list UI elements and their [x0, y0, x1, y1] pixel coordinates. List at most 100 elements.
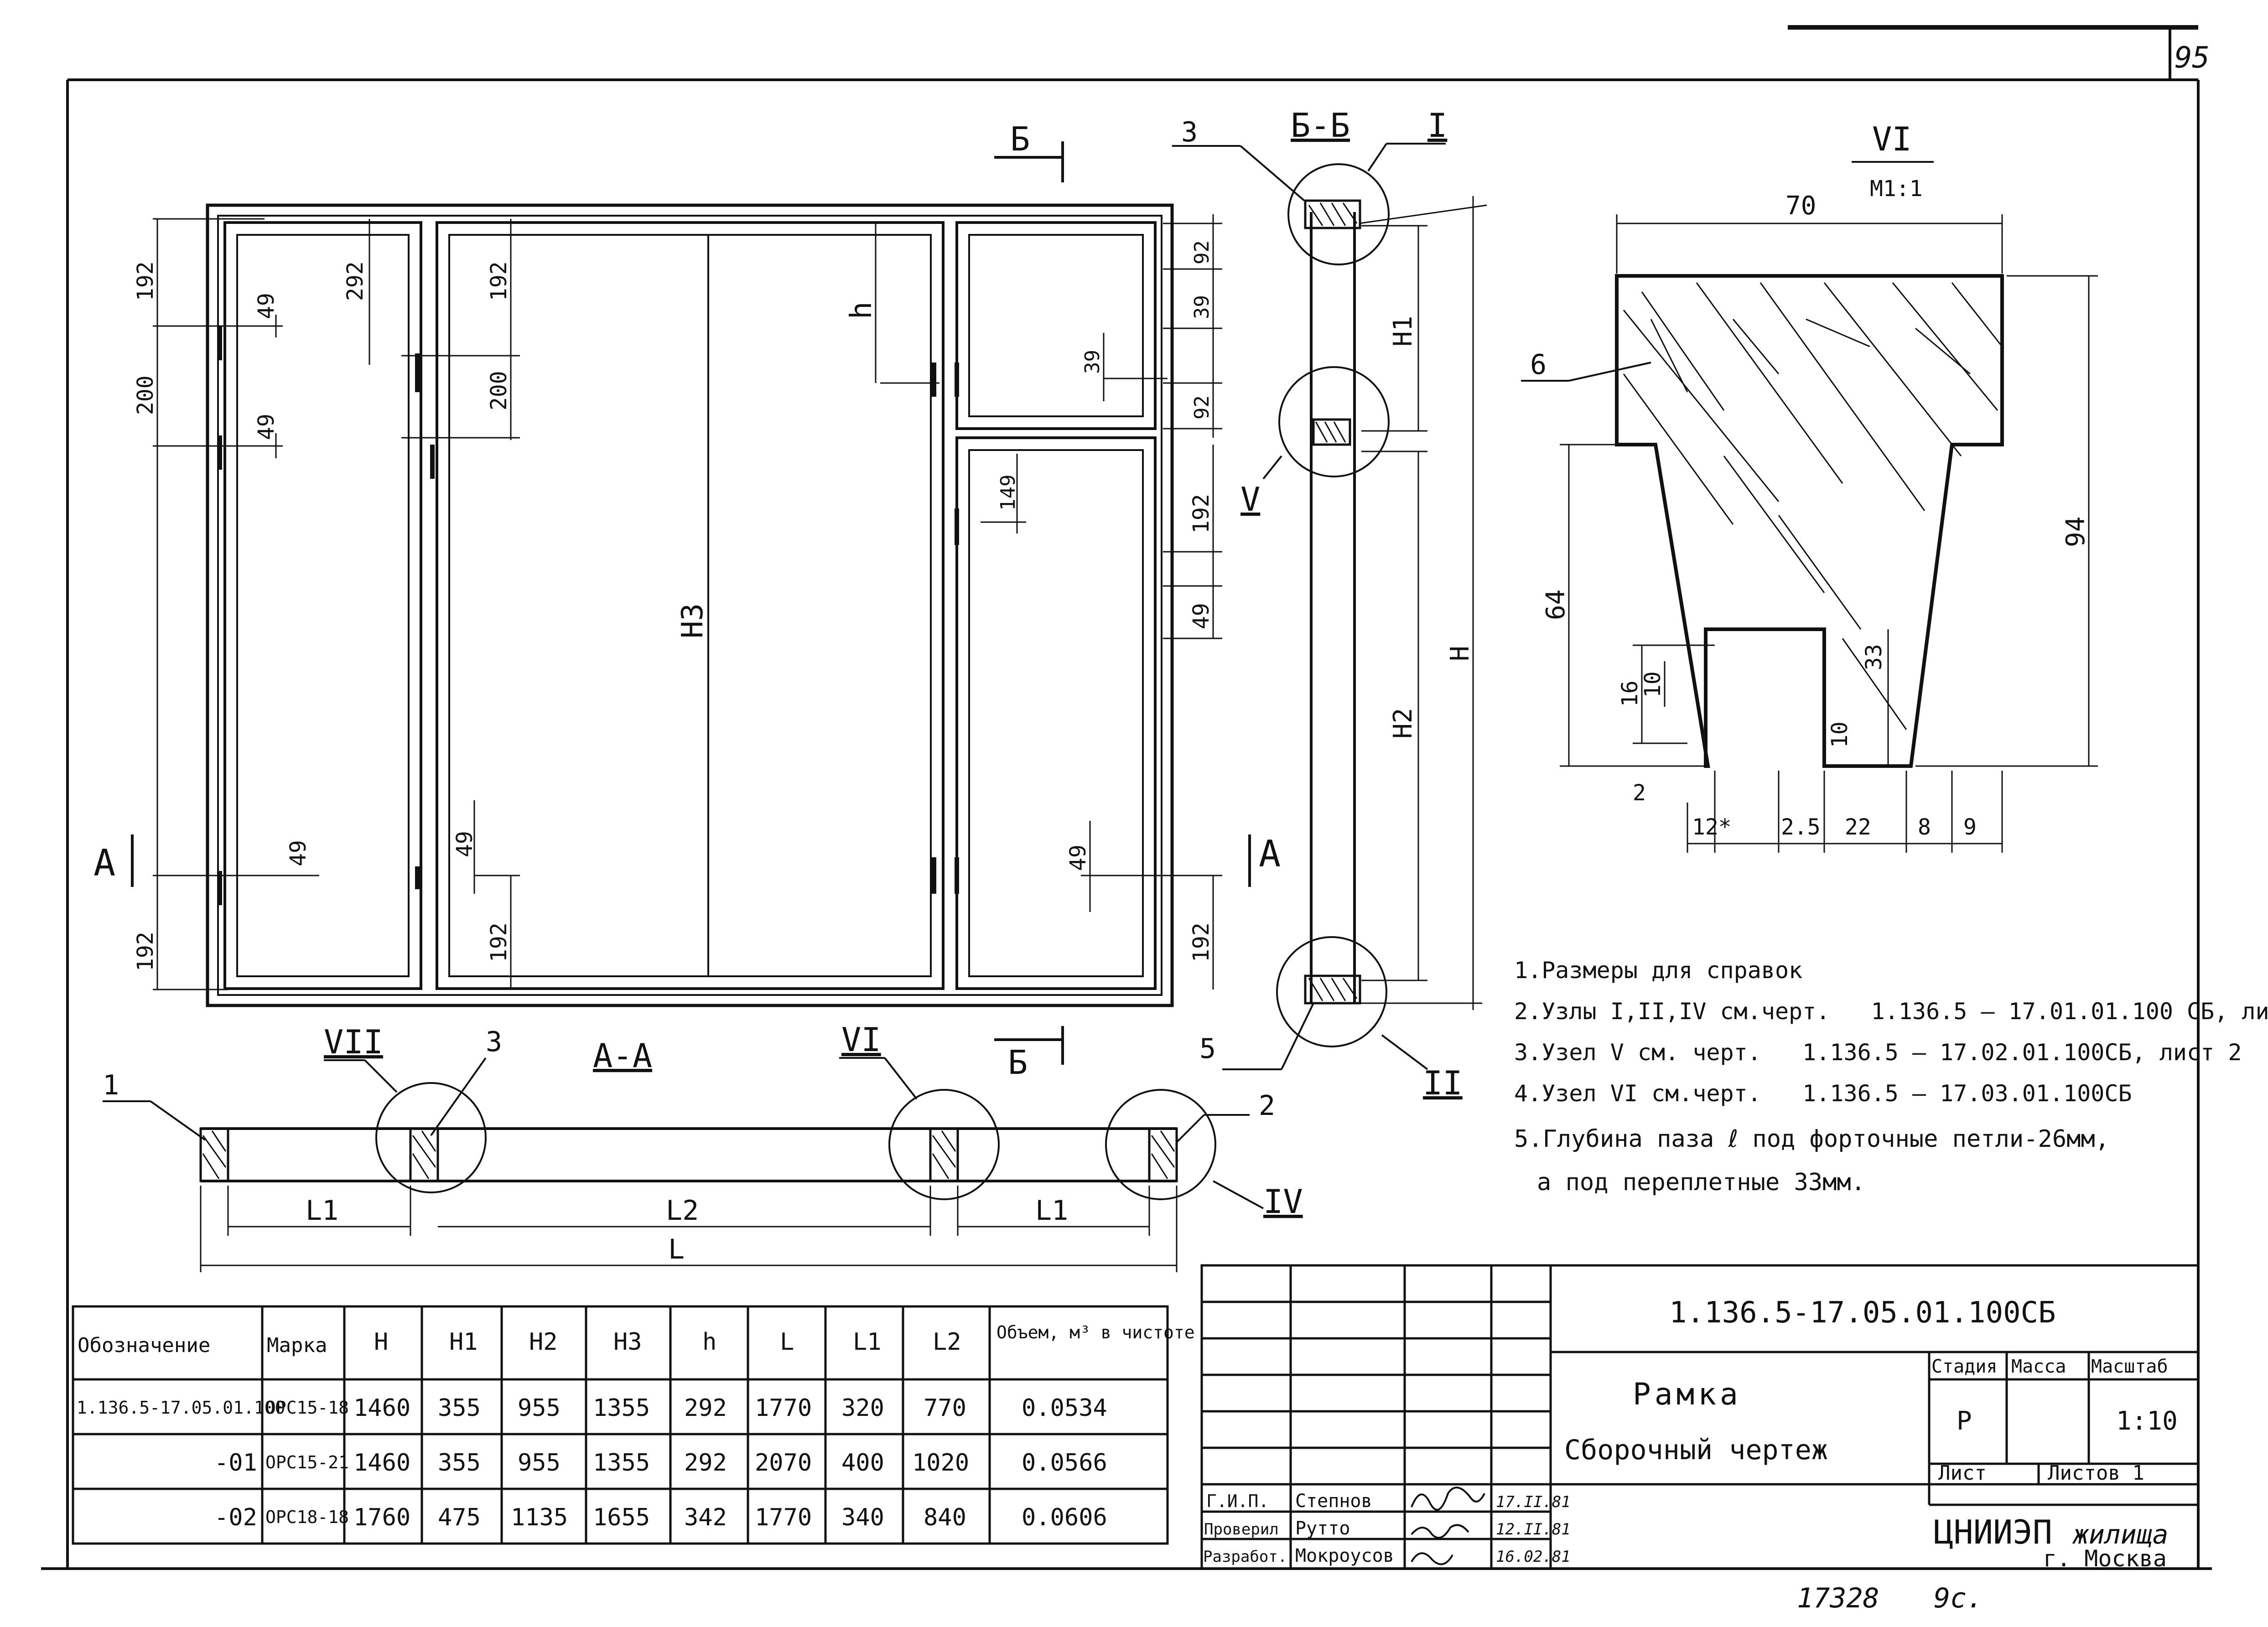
r2-c2: 1760 [353, 1504, 410, 1531]
dim-49-bottom-left: 49 [285, 840, 311, 866]
note-5: 5.Глубина паза ℓ под форточные петли-26м… [1514, 1125, 2109, 1153]
callout-3: 3 [486, 1026, 502, 1058]
section-aa-L: L [668, 1233, 685, 1265]
dim-39-right: 39 [1190, 295, 1214, 319]
detail-dim-16: 16 [1617, 680, 1643, 707]
section-aa-drawing [199, 1082, 1216, 1200]
mass-label: Масса [2011, 1356, 2066, 1377]
detail-dim-2-5: 2.5 [1781, 814, 1821, 840]
r1-c9: 1020 [912, 1449, 969, 1477]
r0-c3: 355 [438, 1394, 481, 1422]
dim-49-right: 49 [1188, 603, 1214, 629]
callout-5: 5 [1199, 1033, 1216, 1065]
front-view [206, 203, 1174, 1007]
th-designation: Обозначение [78, 1334, 210, 1357]
dim-192-mid: 192 [486, 261, 512, 301]
r2-c9: 840 [924, 1504, 966, 1531]
r2-c5: 1655 [593, 1504, 650, 1531]
r1-c0: -01 [214, 1449, 257, 1477]
callout-1: 1 [103, 1069, 119, 1101]
detail-vi-hatch [1623, 282, 2003, 730]
sheets-label: Листов 1 [2048, 1461, 2144, 1485]
r0-c7: 1770 [755, 1394, 812, 1422]
org-city: г. Москва [2043, 1545, 2167, 1572]
th-H: H [374, 1328, 388, 1356]
section-marker-a-right: А [1259, 833, 1281, 875]
r2-c10: 0.0606 [1022, 1504, 1107, 1531]
r2-c0: -02 [214, 1504, 257, 1531]
section-marker-b-bottom: Б [1008, 1043, 1028, 1082]
th-h: h [702, 1328, 716, 1356]
th-mark: Марка [267, 1334, 327, 1357]
th-L2: L2 [933, 1328, 961, 1356]
r0-c4: 955 [518, 1394, 561, 1422]
section-aa-leaders [103, 1057, 1264, 1209]
hinge-marks [218, 326, 959, 905]
name-checked: Рутто [1295, 1518, 1350, 1539]
callout-VI-aa: VI [841, 1021, 881, 1059]
detail-dim-12: 12* [1692, 814, 1732, 840]
section-bb-drawing [1276, 163, 1487, 1047]
dim-192-top-left: 192 [133, 261, 158, 301]
r1-c5: 1355 [593, 1449, 650, 1477]
role-developed: Разработ. [1203, 1548, 1287, 1566]
detail-dim-10-b: 10 [1827, 721, 1853, 748]
r1-c4: 955 [518, 1449, 561, 1477]
r2-c3: 475 [438, 1504, 481, 1531]
section-aa-L1-right: L1 [1035, 1195, 1068, 1227]
r1-c10: 0.0566 [1022, 1449, 1107, 1477]
footer-number-2: 9с. [1934, 1582, 1983, 1614]
dim-92-mid: 92 [1190, 395, 1214, 420]
name-gip: Степнов [1295, 1491, 1372, 1512]
signature-scribbles [1411, 1487, 1485, 1565]
doc-subtitle: Сборочный чертеж [1564, 1434, 1828, 1466]
section-bb-title: Б-Б [1291, 106, 1350, 145]
r1-c3: 355 [438, 1449, 481, 1477]
section-bb-hatch [1308, 202, 1358, 1001]
r2-c8: 340 [841, 1504, 884, 1531]
title-block-text: 1.136.5-17.05.01.100СБ Рамка Сборочный ч… [1203, 1296, 2178, 1572]
callout-VII: VII [324, 1023, 383, 1061]
dim-149: 149 [996, 475, 1020, 511]
detail-dim-8: 8 [1918, 814, 1931, 840]
dim-39-inner: 39 [1081, 350, 1104, 374]
front-dimension-lines [153, 214, 1222, 990]
scale-label: Масштаб [2091, 1356, 2168, 1377]
spec-table [72, 1305, 1169, 1545]
role-checked: Проверил [1204, 1520, 1279, 1539]
th-volume: Объем, м³ в чистоте [996, 1322, 1195, 1342]
date-developed: 16.02.81 [1496, 1548, 1571, 1566]
doc-name: Рамка [1633, 1377, 1742, 1412]
title-block [1200, 1264, 2200, 1570]
r1-c1: ОРС15-21 [265, 1452, 349, 1472]
r0-c5: 1355 [593, 1394, 650, 1422]
notes: 1.Размеры для справок 2.Узлы I,II,IV см.… [1514, 957, 2268, 1196]
dim-292: 292 [343, 261, 368, 301]
r0-c10: 0.0534 [1022, 1394, 1107, 1422]
scale-value: 1:10 [2116, 1406, 2178, 1436]
label-h: h [845, 301, 878, 319]
r1-c7: 2070 [755, 1449, 812, 1477]
section-aa-L2: L2 [666, 1195, 699, 1227]
callout-leaders [1172, 143, 1651, 1070]
r2-c6: 342 [684, 1504, 727, 1531]
detail-dim-2: 2 [1633, 780, 1646, 806]
r1-c2: 1460 [353, 1449, 410, 1477]
front-dimension-texts: 192 49 200 49 292 192 200 h H3 92 39 39 … [133, 240, 1214, 971]
detail-dim-94: 94 [2061, 517, 2091, 547]
dim-49-bottom-right: 49 [1065, 845, 1091, 871]
detail-vi-title: VI [1872, 120, 1912, 158]
callout-6: 6 [1530, 349, 1547, 381]
th-H3: H3 [613, 1328, 642, 1356]
r1-c8: 400 [841, 1449, 884, 1477]
r0-c8: 320 [841, 1394, 884, 1422]
r2-c1: ОРС18-18 [265, 1507, 349, 1527]
r2-c7: 1770 [755, 1504, 812, 1531]
section-bb-H2: H2 [1388, 708, 1418, 739]
dim-192-right: 192 [1188, 494, 1214, 534]
footer-number-1: 17328 [1797, 1582, 1879, 1614]
dim-192-bottom-right: 192 [1188, 922, 1214, 962]
section-aa-hatch [202, 1130, 1175, 1179]
detail-dim-22: 22 [1845, 814, 1871, 840]
dim-49-bottom-mid: 49 [452, 831, 477, 857]
